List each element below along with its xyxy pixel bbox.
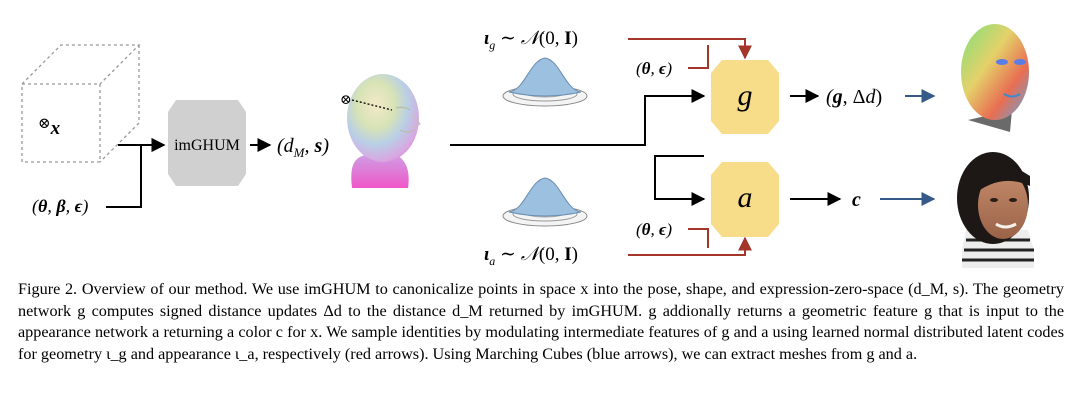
latent-geometry-distribution-icon [502,57,588,107]
canonical-output-label: (dM, s) [277,135,329,160]
geometry-output-label: (g, Δd) [826,86,882,108]
latent-appearance-label: ιa ∼ 𝒩(0, I) [484,244,578,268]
head-to-geometry-arrow [450,89,706,146]
head-point-pointer [351,99,393,111]
figure-caption: Figure 2. Overview of our method. We use… [18,279,1064,365]
condition-input-label: (θ, β, ϵ) [32,196,88,217]
space-cube [21,44,141,163]
appearance-network-label: a [738,181,753,214]
caption-label: Figure 2. [18,280,78,298]
geometry-network-label: g [738,79,753,112]
appearance-output-label: c [852,189,861,211]
imghum-block [168,100,246,186]
geometry-to-appearance-arrow [654,155,706,206]
appearance-network-block [711,162,779,237]
latent-appearance-red-arrow [628,236,752,256]
input-point-label: ⊗x [38,116,61,139]
latent-geometry-label: ιg ∼ 𝒩(0, I) [484,28,578,52]
cond-appearance-label: (θ, ϵ) [636,220,672,239]
geometry-mesh-head-image [961,24,1029,132]
latent-geometry-red-arrow [628,38,752,60]
appearance-head-image [957,152,1034,268]
head-point-marker: ⊗ [340,93,352,108]
cond-appearance-red-arrow [688,228,709,248]
cond-geometry-red-arrow [688,45,709,69]
cond-geometry-label: (θ, ϵ) [636,59,672,78]
caption-text: Overview of our method. We use imGHUM to… [18,280,1065,363]
imghum-label: imGHUM [174,137,240,154]
geometry-network-block [711,60,779,134]
latent-appearance-distribution-icon [502,177,588,227]
method-overview-diagram: ⊗x (θ, β, ϵ) imGHUM (dM, s) ⊗ ιg ∼ 𝒩(0, … [21,24,1034,268]
condition-arrow [106,138,166,208]
canonical-head-image [347,74,421,188]
